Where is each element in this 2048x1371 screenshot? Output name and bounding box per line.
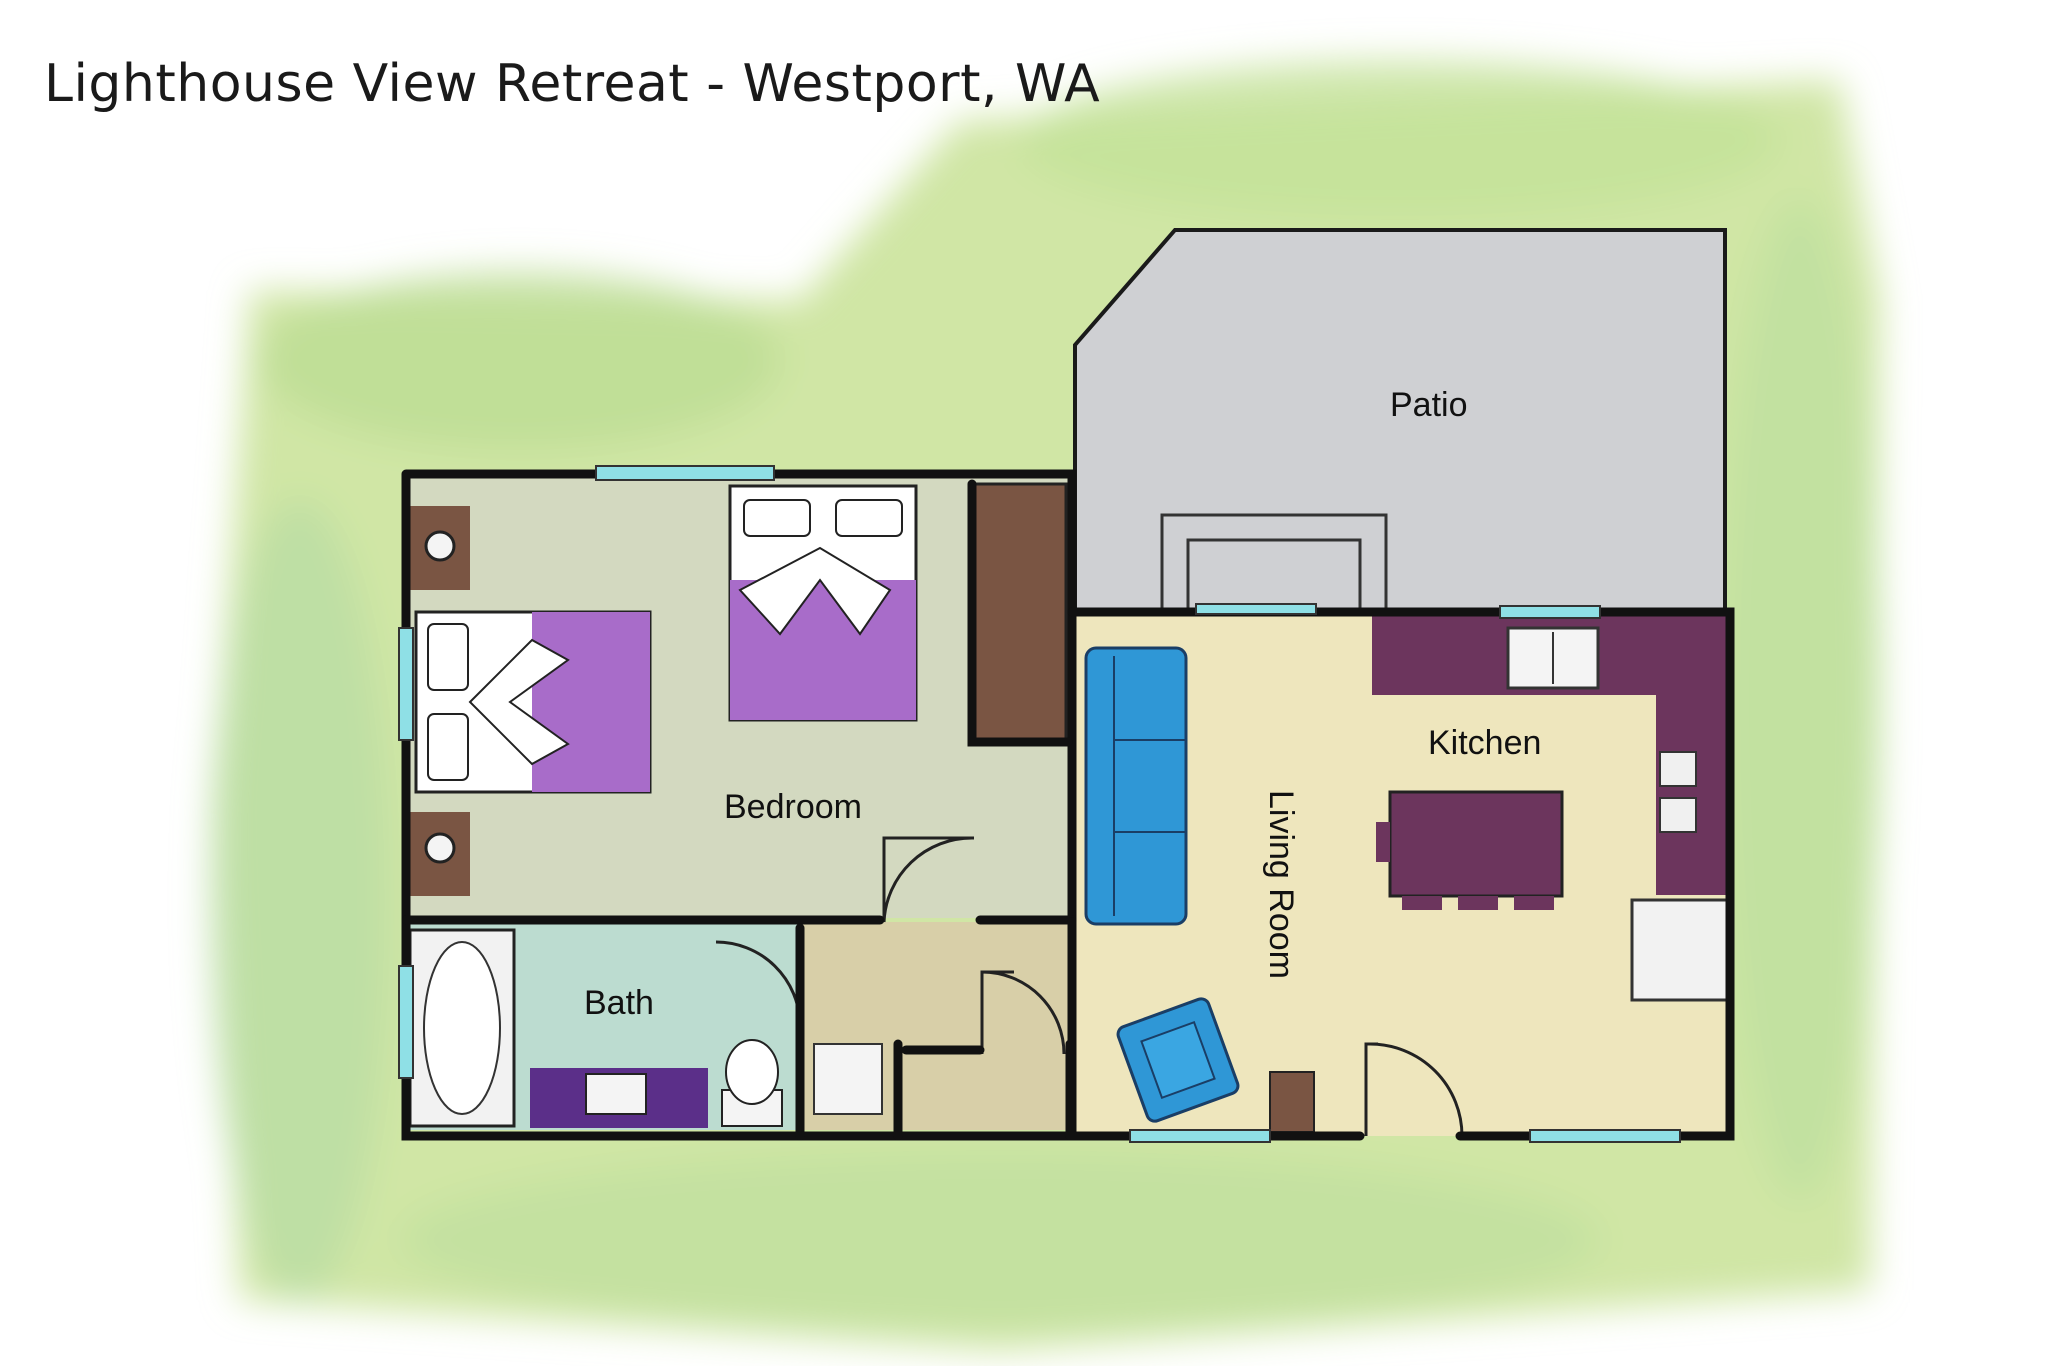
bathtub xyxy=(408,928,516,1128)
grass-patch xyxy=(1720,200,1880,1200)
nightstand xyxy=(410,506,470,590)
windows xyxy=(398,465,1681,1143)
room-label-bath: Bath xyxy=(584,984,654,1022)
grass-patch xyxy=(260,270,780,450)
room-label-kitchen: Kitchen xyxy=(1428,724,1541,762)
bed xyxy=(728,484,918,722)
closet-unit xyxy=(813,1043,883,1115)
bed xyxy=(414,610,652,794)
bathroom-vanity xyxy=(530,1068,708,1128)
toilet xyxy=(721,1039,783,1127)
grass-patch xyxy=(210,500,390,1300)
entry-door xyxy=(1364,1042,1464,1137)
dining-table xyxy=(1376,790,1564,910)
hall-door xyxy=(980,970,1066,1055)
window xyxy=(398,965,414,1079)
window xyxy=(1195,603,1317,615)
room-label-patio: Patio xyxy=(1390,386,1468,424)
kitchen-sink xyxy=(1506,626,1600,690)
grass-patch xyxy=(400,1150,1600,1330)
grass-patch xyxy=(1020,60,1780,220)
armchair xyxy=(1116,997,1240,1123)
room-label-bedroom: Bedroom xyxy=(724,788,862,826)
bedroom-door xyxy=(882,836,974,923)
window xyxy=(1499,605,1601,619)
window xyxy=(398,627,414,741)
side-table xyxy=(1269,1071,1315,1133)
window xyxy=(1129,1129,1271,1143)
dresser xyxy=(970,482,1068,746)
room-label-living-room: Living Room xyxy=(1262,790,1300,979)
refrigerator xyxy=(1630,898,1730,1002)
window xyxy=(1529,1129,1681,1143)
nightstand xyxy=(410,812,470,896)
patio-steps xyxy=(1160,513,1388,615)
stovetop xyxy=(1659,751,1697,833)
kitchen-counter xyxy=(1372,616,1730,895)
plan-title: Lighthouse View Retreat - Westport, WA xyxy=(44,54,1101,114)
window xyxy=(595,465,775,481)
sofa xyxy=(1084,646,1188,926)
dresser-wall xyxy=(967,479,1073,747)
